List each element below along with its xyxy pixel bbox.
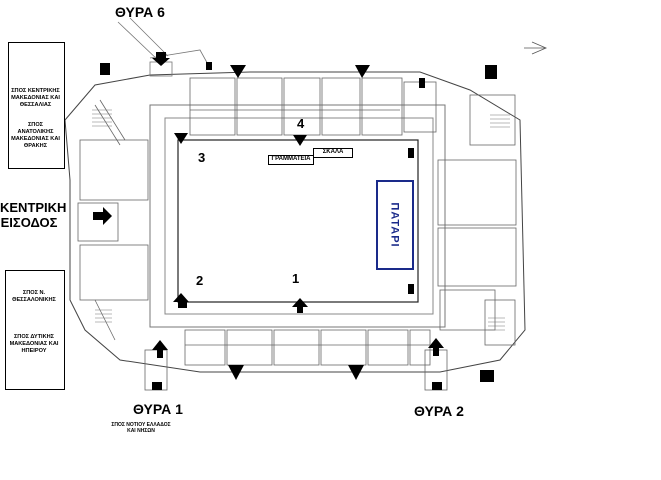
arrow-main-entrance [93,207,112,225]
legend-bottom-left [5,270,65,390]
point-4-label: 4 [297,116,305,131]
point-2-label: 2 [196,273,204,288]
secretariat-sign: ΓΡΑΜΜΑΤΕΙΑ [268,155,314,165]
platform-label: ΠΑΤΑΡΙ [389,202,401,248]
arrow-gate2 [428,338,444,356]
arrow-gate1 [152,340,168,358]
legend-top-left-item-2: ΣΠΟΣ ΑΝΑΤΟΛΙΚΗΣ ΜΑΚΕΔΟΝΙΑΣ ΚΑΙ ΘΡΑΚΗΣ [11,122,60,149]
platform-area: ΠΑΤΑΡΙ [376,180,414,270]
gate-6-label: ΘΥΡΑ 6 [115,4,165,20]
legend-bottom-left-item-2: ΣΠΟΣ ΔΥΤΙΚΗΣ ΜΑΚΕΔΟΝΙΑΣ ΚΑΙ ΗΠΕΙΡΟΥ [9,334,59,354]
main-entrance-line-1: ΚΕΝΤΡΙΚΗ [0,200,67,215]
gate-1-note: ΣΠΟΣ ΝΟΤΙΟΥ ΕΛΛΑΔΟΣ ΚΑΙ ΝΗΣΩΝ [111,422,171,434]
legend-bottom-left-item-1: ΣΠΟΣ Ν. ΘΕΣΣΑΛΟΝΙΚΗΣ [12,290,56,303]
point-3-label: 3 [198,150,206,165]
stairs-sign: ΣΚΑΛΑ [313,148,353,158]
gate-2-label: ΘΥΡΑ 2 [414,403,464,419]
legend-top-left [8,42,65,169]
arrow-point-2 [173,293,189,308]
pylon-south-1 [228,365,244,380]
north-arrow-icon [524,41,548,55]
arrow-point-3 [174,133,188,144]
legend-top-left-item-1: ΣΠΟΣ ΚΕΝΤΡΙΚΗΣ ΜΑΚΕΔΟΝΙΑΣ ΚΑΙ ΘΕΣΣΑΛΙΑΣ [11,88,60,108]
gate-1-label: ΘΥΡΑ 1 [133,401,183,417]
arrow-point-4 [293,135,307,146]
arrow-point-1 [292,298,308,313]
main-entrance-line-2: ΕΙΣΟΔΟΣ [0,215,58,230]
main-entrance-label: ΚΕΝΤΡΙΚΗ ΕΙΣΟΔΟΣ [0,200,67,230]
arrow-gate6 [152,52,170,66]
pylon-south-2 [348,365,364,380]
point-1-label: 1 [292,271,300,286]
